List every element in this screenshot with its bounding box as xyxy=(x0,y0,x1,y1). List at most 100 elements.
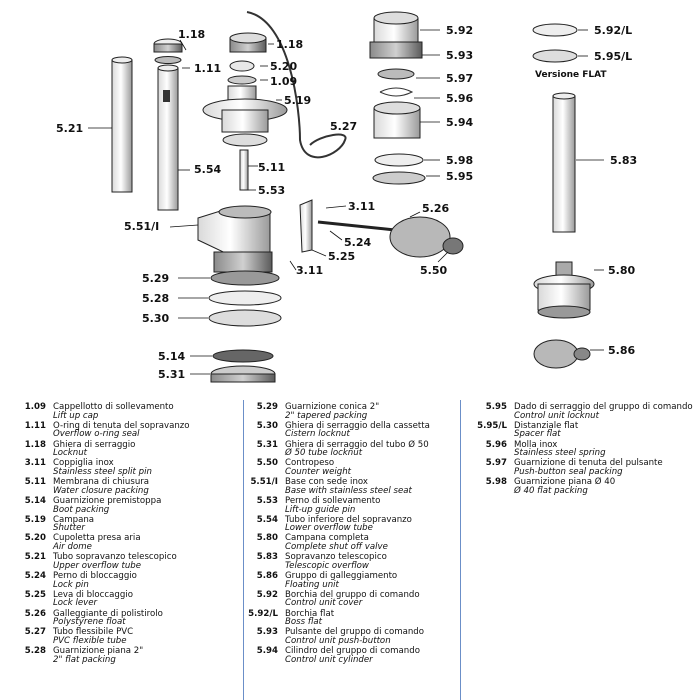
part-code: 5.95 xyxy=(485,402,507,412)
part-code: 5.83 xyxy=(256,552,278,563)
flat-version-rings-drawing xyxy=(532,23,578,63)
english-name: Control unit cylinder xyxy=(285,654,373,665)
english-name: Control unit locknut xyxy=(514,410,599,421)
italian-name: Contropeso xyxy=(285,458,335,469)
callout: 5.80 xyxy=(608,264,635,277)
flat-version-label: Versione FLAT xyxy=(535,70,607,80)
english-name: Ø 50 tube locknut xyxy=(285,448,363,459)
english-name: Air dome xyxy=(53,542,92,553)
locknut-oring-top-left-drawing xyxy=(153,38,183,64)
legend-column-2: 5.29 Guarnizione conica 2"2" tapered pack… xyxy=(248,403,460,666)
control-unit-stack-drawing xyxy=(369,11,426,185)
english-name: Telescopic overflow xyxy=(285,560,369,571)
english-name: Counter weight xyxy=(285,466,352,477)
english-name: Control unit cover xyxy=(285,598,363,609)
english-name: Polystyrene float xyxy=(53,617,126,628)
italian-name: Tubo sopravanzo telescopico xyxy=(53,552,177,563)
callout: 5.53 xyxy=(258,184,285,197)
english-name: Lift-up guide pin xyxy=(285,504,356,515)
italian-name: Ghiera di serraggio della cassetta xyxy=(285,420,430,431)
callout: 5.31 xyxy=(158,368,185,381)
part-code: 5.14 xyxy=(24,495,46,506)
english-name: Lower overflow tube xyxy=(285,523,373,534)
callout: 5.21 xyxy=(56,122,83,135)
part-code: 5.25 xyxy=(24,589,46,600)
part-code: 5.24 xyxy=(24,571,46,582)
italian-name: Cilindro del gruppo di comando xyxy=(285,646,420,657)
callout: 5.11 xyxy=(258,161,285,174)
italian-name: Campana xyxy=(53,514,95,525)
legend-entry: 5.28 Guarnizione piana 2"2" flat packing xyxy=(16,647,241,664)
callout: 5.86 xyxy=(608,344,635,357)
italian-name: Dado di serraggio del gruppo di comando xyxy=(514,402,693,412)
callout: 5.97 xyxy=(446,72,473,85)
callout: 5.83 xyxy=(610,154,637,167)
part-code: 5.21 xyxy=(24,552,46,563)
italian-name: Membrana di chiusura xyxy=(53,477,150,488)
italian-name: Molla inox xyxy=(514,439,558,450)
callout: 5.92/L xyxy=(594,24,632,37)
callout: 5.27 xyxy=(330,120,357,133)
english-name: Complete shut off valve xyxy=(285,542,388,553)
english-name: 2" flat packing xyxy=(53,654,116,665)
part-code: 5.31 xyxy=(256,439,278,450)
legend-entry: 5.29 Guarnizione conica 2"2" tapered pack… xyxy=(248,403,460,420)
part-code: 5.27 xyxy=(24,627,46,638)
part-code: 5.50 xyxy=(256,458,278,469)
english-name: Boot packing xyxy=(53,504,110,515)
english-name: Push-button seal packing xyxy=(514,466,623,477)
callout: 5.19 xyxy=(284,94,311,107)
part-code: 5.53 xyxy=(256,495,278,506)
upper-overflow-tube-drawing xyxy=(111,56,133,193)
english-name: Stainless steel split pin xyxy=(53,466,152,477)
part-description: Guarnizione piana 2"2" flat packing xyxy=(53,647,143,664)
part-code: 5.20 xyxy=(24,533,46,544)
column-divider xyxy=(243,400,244,700)
part-code: 5.80 xyxy=(256,533,278,544)
callout: 5.95 xyxy=(446,170,473,183)
lock-lever-and-float-drawing xyxy=(299,199,464,258)
callout: 3.11 xyxy=(348,200,375,213)
callout: 5.50 xyxy=(420,264,447,277)
part-code: 1.11 xyxy=(24,420,46,431)
part-description: Guarnizione conica 2"2" tapered packing xyxy=(285,403,379,420)
part-code: 5.29 xyxy=(256,402,278,412)
part-code: 5.28 xyxy=(24,646,46,657)
callout: 1.11 xyxy=(194,62,221,75)
italian-name: Cappellotto di sollevamento xyxy=(53,402,174,412)
callout-labels: 1.18 1.11 5.21 5.54 1.18 5.20 1.09 5.19 … xyxy=(56,24,637,381)
english-name: Base with stainless steel seat xyxy=(285,485,412,496)
part-code: 1.18 xyxy=(24,439,46,450)
italian-name: Tubo inferiore del sopravanzo xyxy=(285,514,412,525)
part-code: 5.93 xyxy=(256,627,278,638)
